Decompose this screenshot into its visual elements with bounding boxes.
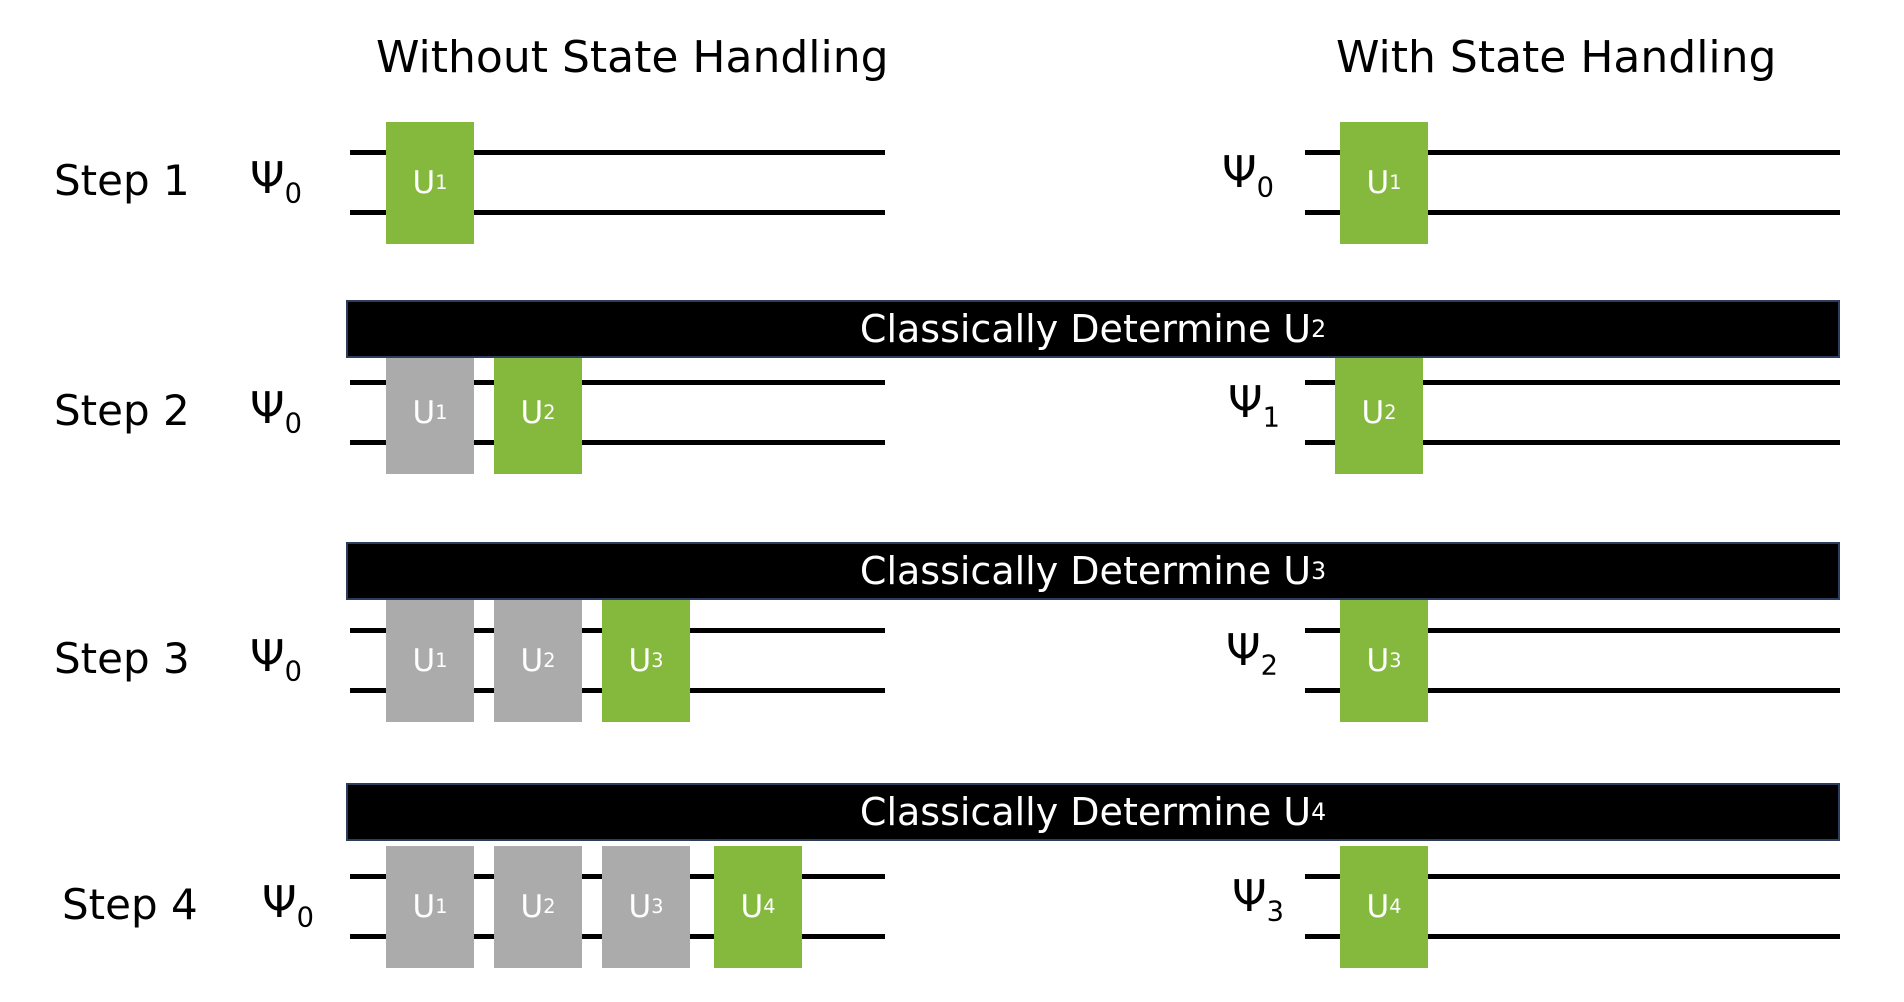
subscript: 0 <box>284 408 302 440</box>
symbol: Ψ <box>250 631 285 682</box>
symbol: U <box>1366 165 1390 201</box>
symbol: U <box>1361 395 1385 431</box>
symbol: U <box>412 889 436 925</box>
wire <box>1305 934 1840 939</box>
symbol: U <box>412 165 436 201</box>
state-psi-left: Ψ0 <box>250 383 302 438</box>
wire <box>1305 210 1840 215</box>
symbol: U <box>1366 889 1390 925</box>
symbol: U <box>740 889 764 925</box>
subscript: 3 <box>1266 896 1284 928</box>
symbol: Ψ <box>1222 147 1257 198</box>
wire <box>1305 440 1840 445</box>
wire <box>1305 628 1840 633</box>
symbol: Ψ <box>262 877 297 928</box>
symbol: Classically Determine U <box>859 549 1312 593</box>
state-psi-right: Ψ0 <box>1222 147 1274 202</box>
state-psi-left: Ψ0 <box>250 153 302 208</box>
symbol: Ψ <box>1226 625 1261 676</box>
symbol: U <box>412 395 436 431</box>
step-label: Step 2 <box>54 386 190 435</box>
symbol: Ψ <box>1228 377 1263 428</box>
subscript: 0 <box>296 902 314 934</box>
symbol: U <box>520 643 544 679</box>
state-psi-left: Ψ0 <box>250 631 302 686</box>
wire <box>350 210 885 215</box>
symbol: U <box>520 395 544 431</box>
symbol: U <box>412 643 436 679</box>
wire <box>350 150 885 155</box>
wire <box>1305 380 1840 385</box>
wire <box>350 440 885 445</box>
symbol: Classically Determine U <box>859 790 1312 834</box>
symbol: U <box>520 889 544 925</box>
subscript: 0 <box>1256 172 1274 204</box>
step-label: Step 1 <box>54 156 190 205</box>
state-psi-right: Ψ2 <box>1226 625 1278 680</box>
subscript: 0 <box>284 656 302 688</box>
wire <box>1305 688 1840 693</box>
subscript: 0 <box>284 178 302 210</box>
symbol: Classically Determine U <box>859 307 1312 351</box>
step-label: Step 3 <box>54 634 190 683</box>
state-psi-left: Ψ0 <box>262 877 314 932</box>
symbol: U <box>628 889 652 925</box>
wire <box>1305 874 1840 879</box>
state-psi-right: Ψ3 <box>1232 871 1284 926</box>
state-psi-right: Ψ1 <box>1228 377 1280 432</box>
symbol: Ψ <box>1232 871 1267 922</box>
subscript: 2 <box>1260 650 1278 682</box>
symbol: U <box>1366 643 1390 679</box>
symbol: U <box>628 643 652 679</box>
symbol: Ψ <box>250 383 285 434</box>
wire <box>1305 150 1840 155</box>
header-with-state-handling: With State Handling <box>1336 32 1777 83</box>
header-without-state-handling: Without State Handling <box>376 32 889 83</box>
wire <box>350 380 885 385</box>
subscript: 1 <box>1262 402 1280 434</box>
step-label: Step 4 <box>62 880 198 929</box>
symbol: Ψ <box>250 153 285 204</box>
